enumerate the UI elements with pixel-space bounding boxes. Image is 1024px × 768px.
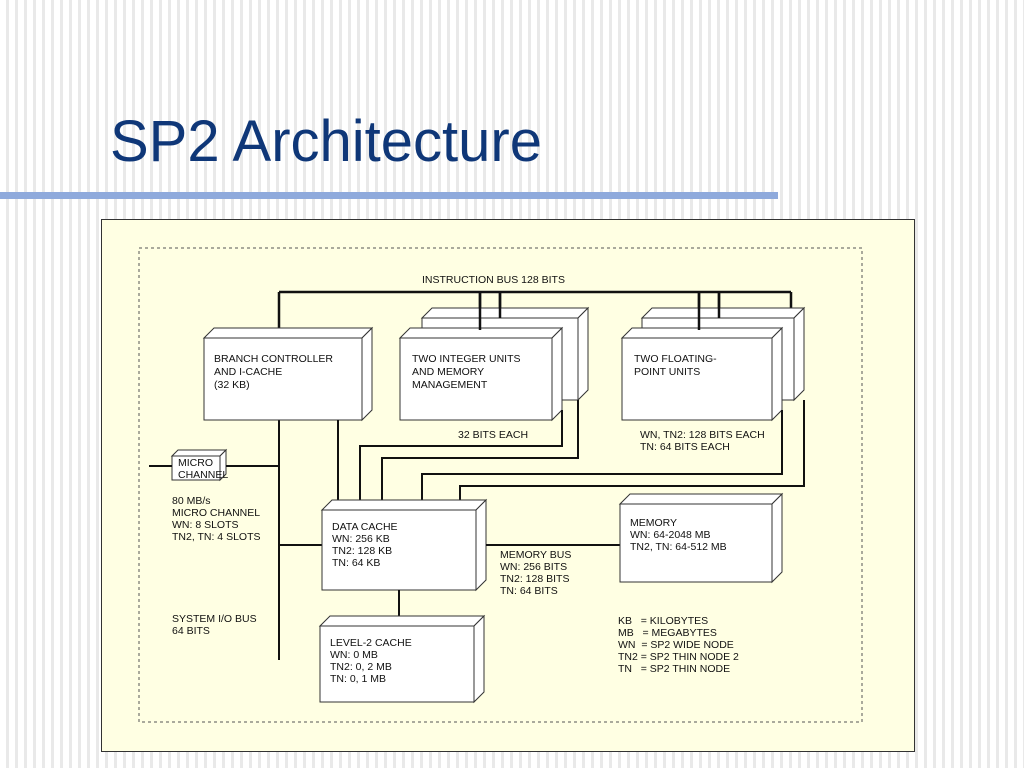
architecture-diagram: INSTRUCTION BUS 128 BITS BRANCH CONTROLL…	[138, 247, 863, 723]
legend-tn2: TN2 = SP2 THIN NODE 2	[618, 651, 739, 663]
memory-bus-line-1: MEMORY BUS	[500, 549, 571, 561]
micro-desc-line-3: WN: 8 SLOTS	[172, 519, 239, 531]
micro-line-1: MICRO	[178, 457, 213, 469]
branch-line-1: BRANCH CONTROLLER	[214, 353, 333, 365]
fp-bits-line-1: WN, TN2: 128 BITS EACH	[640, 429, 765, 441]
integer-line-1: TWO INTEGER UNITS	[412, 353, 521, 365]
memory-box: MEMORY WN: 64-2048 MB TN2, TN: 64-512 MB	[618, 492, 784, 584]
floating-line-1: TWO FLOATING-	[634, 353, 717, 365]
data-cache-line-3: TN2: 128 KB	[332, 545, 392, 557]
branch-line-3: (32 KB)	[214, 379, 250, 391]
integer-bits-label: 32 BITS EACH	[458, 429, 528, 441]
data-cache-box: DATA CACHE WN: 256 KB TN2: 128 KB TN: 64…	[320, 498, 488, 592]
system-io-line-2: 64 BITS	[172, 625, 210, 637]
l2-line-2: WN: 0 MB	[330, 649, 378, 661]
abbreviation-legend: KB = KILOBYTES MB = MEGABYTES WN = SP2 W…	[618, 615, 739, 675]
fp-bits-line-2: TN: 64 BITS EACH	[640, 441, 730, 453]
micro-line-2: CHANNEL	[178, 469, 228, 481]
micro-desc-line-4: TN2, TN: 4 SLOTS	[172, 531, 261, 543]
floating-point-box: TWO FLOATING- POINT UNITS	[620, 292, 806, 422]
floating-line-2: POINT UNITS	[634, 366, 700, 378]
legend-kb: KB = KILOBYTES	[618, 615, 708, 627]
legend-wn: WN = SP2 WIDE NODE	[618, 639, 734, 651]
architecture-figure: INSTRUCTION BUS 128 BITS BRANCH CONTROLL…	[101, 219, 915, 752]
system-io-line-1: SYSTEM I/O BUS	[172, 613, 257, 625]
legend-tn: TN = SP2 THIN NODE	[618, 663, 730, 675]
memory-bus-line-3: TN2: 128 BITS	[500, 573, 569, 585]
data-cache-line-1: DATA CACHE	[332, 521, 398, 533]
integer-to-cache-links	[359, 400, 579, 502]
diagram-border	[138, 247, 863, 723]
l2-line-3: TN2: 0, 2 MB	[330, 661, 392, 673]
memory-line-3: TN2, TN: 64-512 MB	[630, 541, 727, 553]
integer-line-3: MANAGEMENT	[412, 379, 488, 391]
memory-bus-line-2: WN: 256 BITS	[500, 561, 567, 573]
memory-bus-line-4: TN: 64 BITS	[500, 585, 558, 597]
micro-desc-line-2: MICRO CHANNEL	[172, 507, 260, 519]
data-cache-line-4: TN: 64 KB	[332, 557, 380, 569]
memory-line-1: MEMORY	[630, 517, 677, 529]
micro-channel-box: MICRO CHANNEL	[149, 448, 279, 482]
level2-cache-box: LEVEL-2 CACHE WN: 0 MB TN2: 0, 2 MB TN: …	[318, 614, 486, 704]
integer-units-box: TWO INTEGER UNITS AND MEMORY MANAGEMENT	[398, 292, 590, 422]
fp-to-cache-links	[421, 400, 805, 502]
memory-line-2: WN: 64-2048 MB	[630, 529, 711, 541]
slide-title: SP2 Architecture	[110, 109, 542, 174]
title-rule	[0, 192, 778, 199]
legend-mb: MB = MEGABYTES	[618, 627, 717, 639]
l2-line-4: TN: 0, 1 MB	[330, 673, 386, 685]
data-cache-line-2: WN: 256 KB	[332, 533, 390, 545]
l2-line-1: LEVEL-2 CACHE	[330, 637, 412, 649]
instruction-bus-label: INSTRUCTION BUS 128 BITS	[422, 274, 565, 286]
micro-desc-line-1: 80 MB/s	[172, 495, 211, 507]
branch-line-2: AND I-CACHE	[214, 366, 282, 378]
integer-line-2: AND MEMORY	[412, 366, 484, 378]
branch-controller-box: BRANCH CONTROLLER AND I-CACHE (32 KB)	[202, 326, 374, 422]
